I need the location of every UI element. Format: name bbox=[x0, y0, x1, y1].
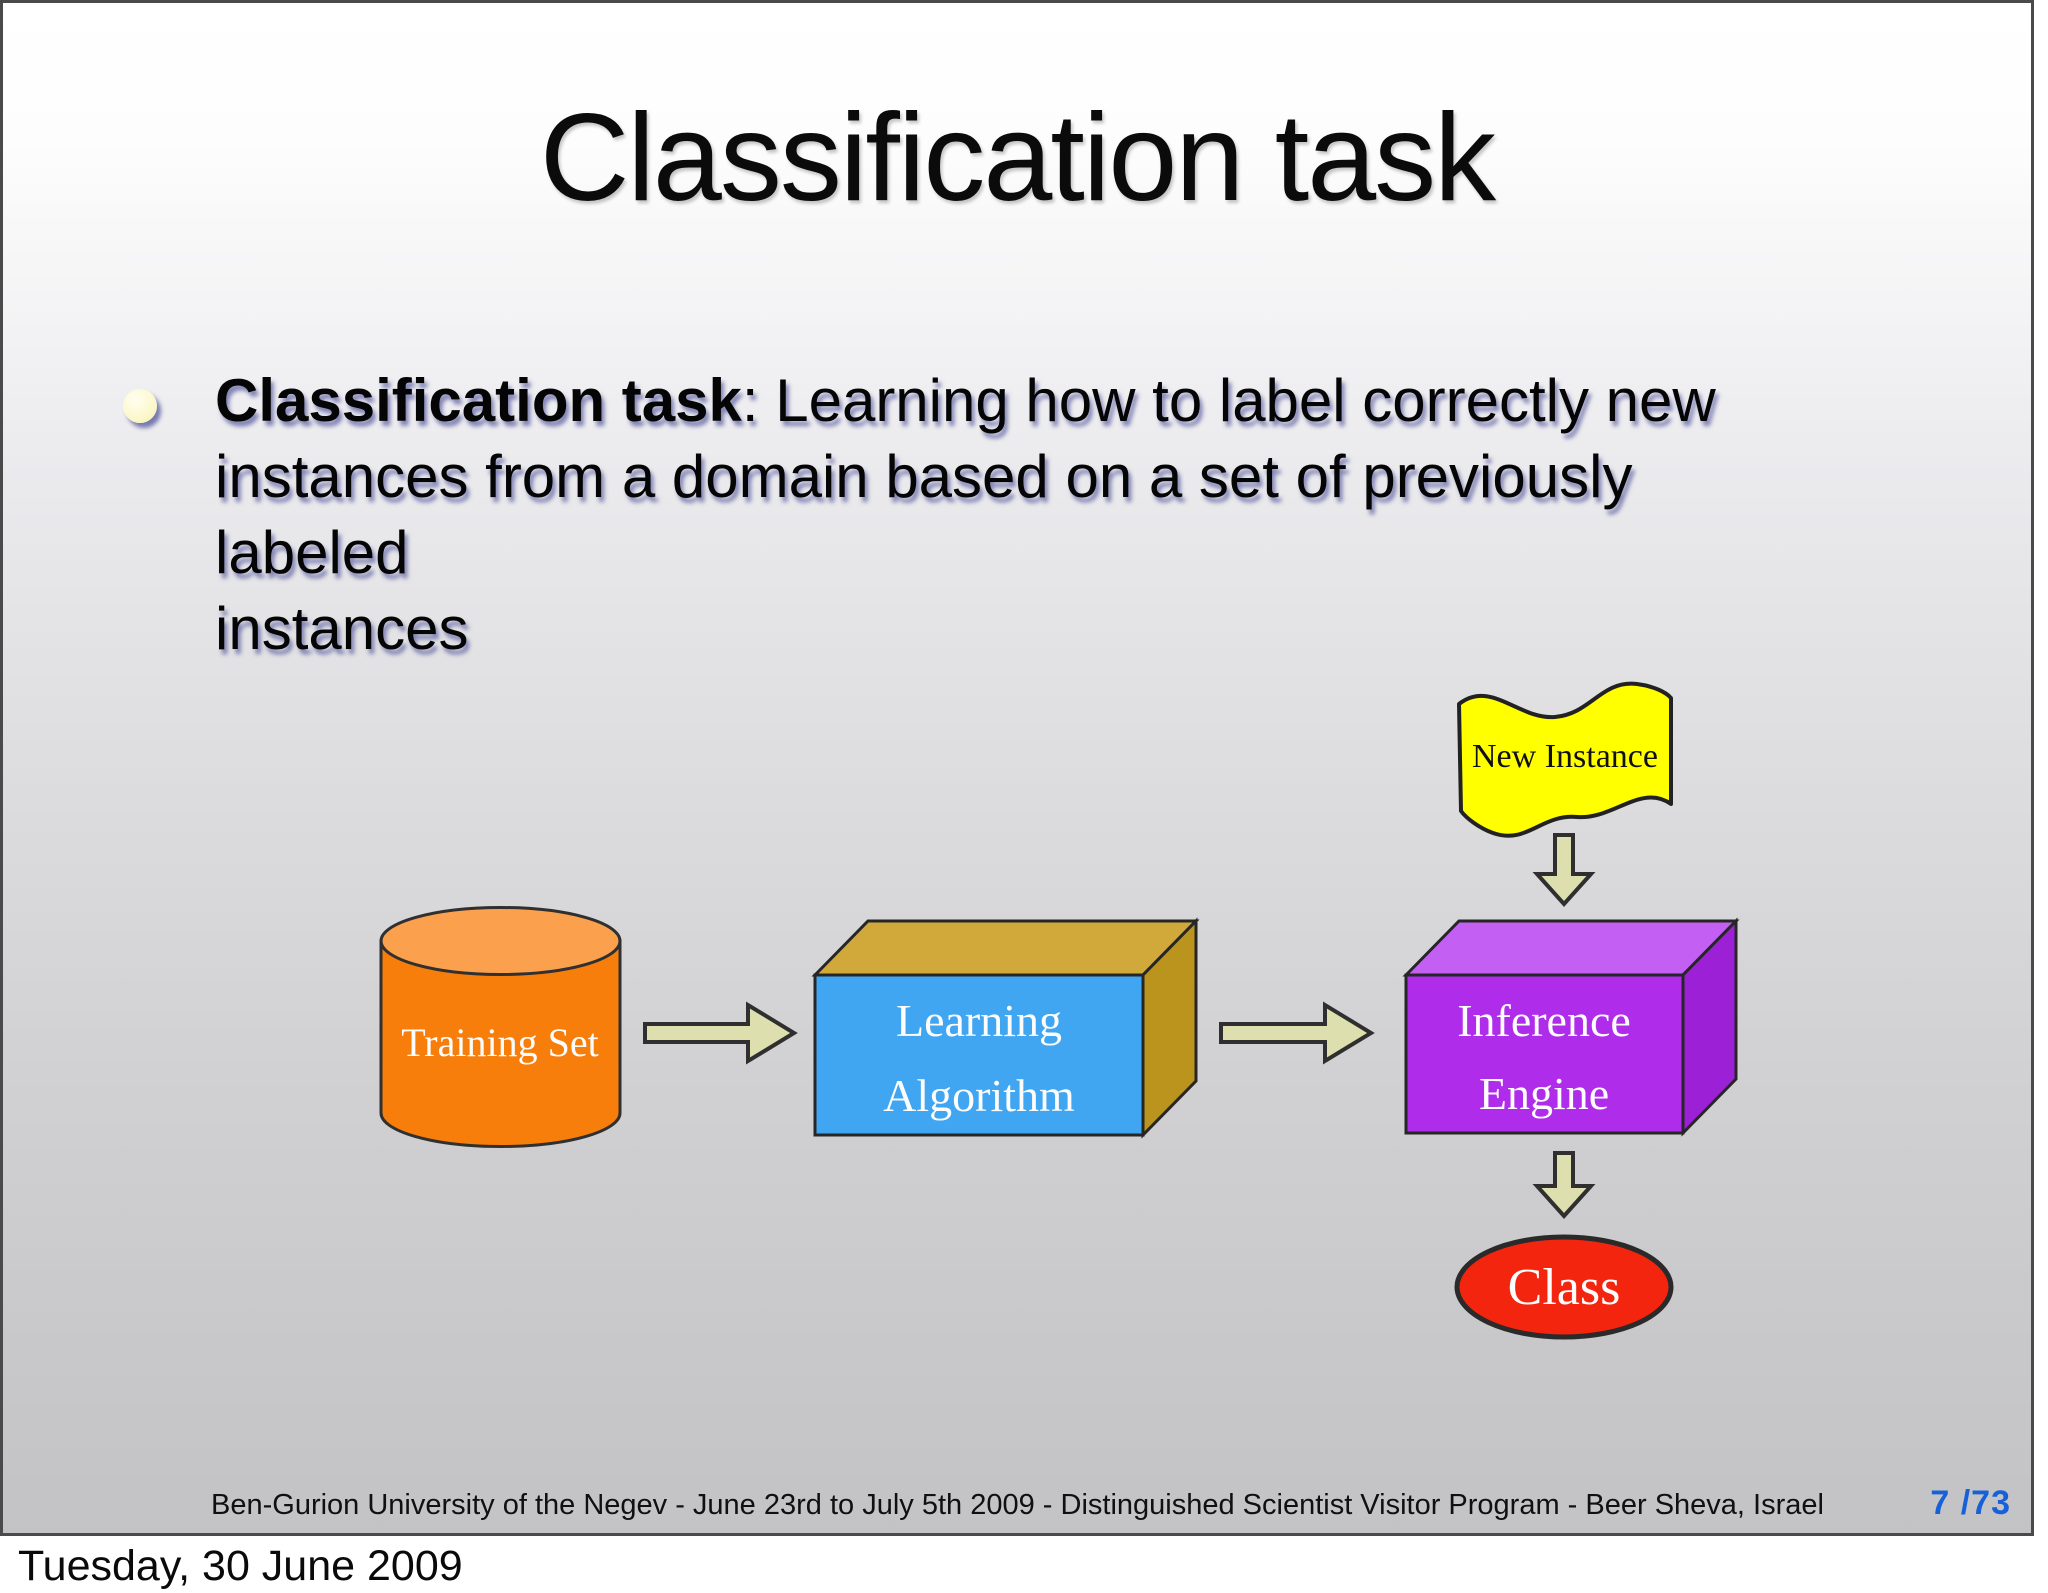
slide: Classification task Classification task:… bbox=[0, 0, 2034, 1536]
bullet-line-2: instances from a domain based on a set o… bbox=[215, 443, 1633, 586]
new-instance-label: New Instance bbox=[1472, 738, 1658, 775]
slide-title: Classification task bbox=[539, 89, 1496, 227]
flow-arrow-down-2 bbox=[1532, 1151, 1596, 1219]
learning-algorithm-label-1: Learning bbox=[896, 995, 1062, 1046]
bullet-line-3: instances bbox=[215, 595, 469, 662]
inference-engine-label-2: Engine bbox=[1479, 1068, 1609, 1119]
bullet-line-1: Classification task: Learning how to lab… bbox=[215, 367, 1716, 434]
new-instance-flag: New Instance bbox=[1457, 681, 1673, 838]
footer-credit: Ben-Gurion University of the Negev - Jun… bbox=[211, 1489, 1824, 1521]
flow-arrow-down-1 bbox=[1532, 833, 1596, 907]
slide-footer: Ben-Gurion University of the Negev - Jun… bbox=[3, 1484, 2031, 1523]
class-ellipse: Class bbox=[1454, 1234, 1674, 1340]
date-text: Tuesday, 30 June 2009 bbox=[18, 1542, 463, 1590]
learning-algorithm-label-2: Algorithm bbox=[883, 1070, 1075, 1121]
inference-engine-box: Inference Engine bbox=[1402, 917, 1740, 1137]
bullet-icon bbox=[123, 389, 157, 423]
flow-arrow-right-1 bbox=[643, 1001, 798, 1065]
flow-diagram: Training Set Learning Algorithm New Inst… bbox=[379, 681, 1740, 1340]
class-label: Class bbox=[1508, 1259, 1621, 1316]
flow-arrow-right-2 bbox=[1219, 1001, 1375, 1065]
date-caption: Tuesday, 30 June 2009 bbox=[18, 1542, 463, 1591]
training-set-cylinder: Training Set bbox=[379, 906, 622, 1148]
learning-algorithm-box: Learning Algorithm bbox=[811, 917, 1200, 1139]
bullet-item: Classification task: Learning how to lab… bbox=[123, 363, 1835, 667]
page-number: 7 /73 bbox=[1930, 1484, 2011, 1522]
inference-engine-label-1: Inference bbox=[1457, 995, 1631, 1046]
training-set-label: Training Set bbox=[401, 1020, 598, 1065]
bullet-bold-lead: Classification task bbox=[215, 367, 742, 434]
bullet-text: Classification task: Learning how to lab… bbox=[215, 363, 1835, 667]
